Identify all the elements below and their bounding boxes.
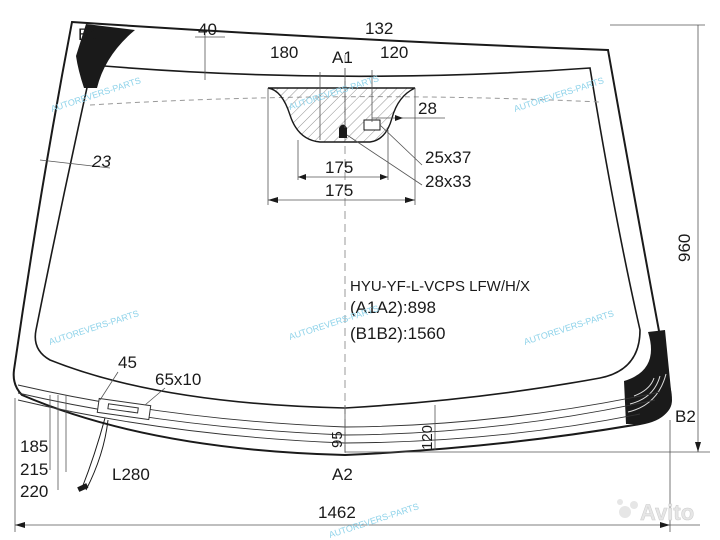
sensor-size-2: 28x33 bbox=[425, 172, 471, 191]
spec-b1b2: (B1B2):1560 bbox=[350, 324, 445, 343]
dim-45: 45 bbox=[118, 353, 137, 372]
dim-185: 185 bbox=[20, 437, 48, 456]
dim-120: 120 bbox=[380, 43, 408, 62]
cable-length: L280 bbox=[112, 465, 150, 484]
dim-175-outer: 175 bbox=[325, 181, 353, 200]
corner-print-b2 bbox=[624, 330, 672, 424]
dimension-lines bbox=[14, 24, 710, 532]
dim-132: 132 bbox=[365, 19, 393, 38]
heater-size: 65x10 bbox=[155, 370, 201, 389]
dim-120-bottom: 120 bbox=[419, 425, 436, 450]
avito-logo-dot bbox=[630, 501, 638, 509]
dim-height-960: 960 bbox=[675, 234, 694, 262]
dim-40: 40 bbox=[198, 20, 217, 39]
avito-watermark: Avito bbox=[640, 500, 694, 525]
dim-28: 28 bbox=[418, 99, 437, 118]
spec-a1a2: (A1A2):898 bbox=[350, 298, 436, 317]
cable bbox=[81, 417, 109, 491]
dim-23: 23 bbox=[91, 152, 111, 171]
sensor-size-1: 25x37 bbox=[425, 148, 471, 167]
label-b1: B1 bbox=[78, 25, 99, 44]
dim-220: 220 bbox=[20, 482, 48, 501]
corner-print-b1 bbox=[76, 24, 135, 88]
dim-95: 95 bbox=[329, 431, 346, 448]
cable-connector bbox=[77, 483, 89, 492]
dim-215: 215 bbox=[20, 460, 48, 479]
part-code: HYU-YF-L-VCPS LFW/H/X bbox=[350, 278, 530, 295]
sensor-2 bbox=[339, 124, 347, 138]
dim-180: 180 bbox=[270, 43, 298, 62]
avito-logo-dot bbox=[617, 499, 623, 505]
dim-175-inner: 175 bbox=[325, 158, 353, 177]
arrowheads bbox=[15, 115, 701, 528]
avito-logo-dot bbox=[619, 506, 631, 518]
heater-terminal-slot bbox=[107, 403, 139, 414]
label-b2: B2 bbox=[675, 407, 696, 426]
label-a1: A1 bbox=[332, 48, 353, 67]
label-a2: A2 bbox=[332, 465, 353, 484]
dim-width-1462: 1462 bbox=[318, 503, 356, 522]
glass-inner-edge bbox=[34, 64, 641, 409]
